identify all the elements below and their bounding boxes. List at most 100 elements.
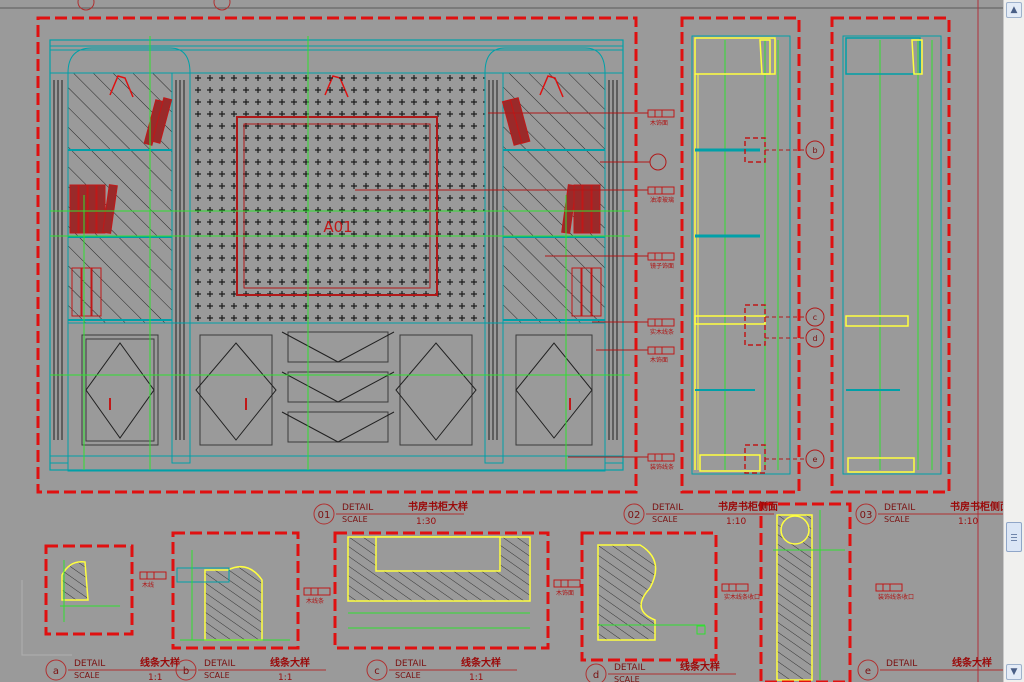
detail-frame: [580, 531, 718, 662]
detail-title: 书房书柜侧面: [950, 500, 1003, 513]
detail-word: DETAIL: [652, 503, 683, 513]
detail-c-profile: [347, 536, 531, 629]
detail-frame: [830, 16, 951, 494]
detail-word: DETAIL: [342, 503, 373, 513]
detail-scale: 1:10: [958, 517, 978, 527]
scale-word: SCALE: [652, 515, 678, 524]
detail-a-profile: [21, 560, 120, 656]
detail-d-profile: [597, 544, 706, 641]
detail-b-profile: [176, 550, 290, 641]
scale-word: SCALE: [204, 671, 230, 680]
note-text: 木饰面: [650, 119, 668, 127]
detail-scale: 1:1: [278, 673, 292, 682]
note-tag: [647, 186, 675, 195]
detail-number-bubble: [585, 663, 607, 682]
grid-bubble: [213, 0, 231, 11]
scale-word: SCALE: [74, 671, 100, 680]
scale-word: SCALE: [884, 515, 910, 524]
note-tag: [647, 346, 675, 355]
detail-label-b: b DETAIL SCALE 线条大样 1:1: [175, 656, 326, 682]
note-tag: [647, 109, 675, 118]
detail-01-elevation: [49, 36, 667, 472]
scale-word: SCALE: [614, 675, 640, 682]
note-text: 镜子饰面: [650, 262, 674, 270]
detail-number-bubble: [857, 659, 879, 681]
material-note: 木线: [139, 571, 167, 589]
detail-title: 线条大样: [140, 656, 180, 669]
scroll-up-icon[interactable]: ▲: [1006, 2, 1022, 18]
material-note: 装饰线条: [647, 453, 675, 471]
callout-letter: e: [813, 455, 818, 464]
note-text: 木线: [142, 581, 154, 589]
detail-number-bubble: [45, 659, 67, 681]
detail-title: 线条大样: [952, 656, 992, 669]
material-note: 油漆玻璃: [647, 186, 675, 204]
note-text: 木线条: [306, 597, 324, 605]
detail-frame: [171, 531, 300, 650]
note-tag: [875, 583, 903, 592]
material-note: 装饰线条收口: [875, 583, 914, 601]
detail-number-bubble: [855, 503, 877, 525]
note-text: 实木线条收口: [724, 593, 760, 601]
detail-word: DETAIL: [395, 659, 426, 669]
scroll-down-icon[interactable]: ▼: [1006, 664, 1022, 680]
detail-03-section: [842, 35, 942, 475]
note-tag: [721, 583, 749, 592]
callout-letters: b c d e: [812, 146, 817, 464]
detail-number: d: [593, 670, 599, 681]
note-tag: [139, 571, 167, 580]
detail-number: 03: [860, 510, 873, 521]
cad-drawing: 01DETAILSCALE书房书柜大样1:3002DETAILSCALE书房书柜…: [0, 0, 1003, 682]
detail-number: e: [865, 666, 871, 677]
scroll-thumb[interactable]: [1006, 522, 1022, 552]
detail-number-bubble: [623, 503, 645, 525]
detail-label-03: 03 DETAIL SCALE 书房书柜侧面 1:10: [855, 500, 1003, 527]
detail-scale: 1:1: [469, 673, 483, 682]
material-notes: 木饰面油漆玻璃镜子饰面实木线条木饰面装饰线条木线木线条木饰面实木线条收口装饰线条…: [139, 109, 914, 605]
note-text: 木饰面: [650, 356, 668, 364]
detail-number: c: [374, 666, 380, 677]
vertical-scrollbar[interactable]: ▲ ▼: [1003, 0, 1024, 682]
note-text: 木饰面: [556, 589, 574, 597]
note-text: 装饰线条收口: [878, 593, 914, 601]
callout-letter: b: [812, 146, 817, 155]
grid-bubble: [77, 0, 95, 11]
detail-labels: 01DETAILSCALE书房书柜大样1:3002DETAILSCALE书房书柜…: [45, 500, 1003, 682]
detail-word: DETAIL: [614, 663, 645, 673]
callout-letter: c: [813, 313, 817, 322]
material-note: 木饰面: [647, 346, 675, 364]
material-note: 木饰面: [647, 109, 675, 127]
note-tag: [647, 453, 675, 462]
detail-scale: 1:30: [416, 517, 436, 527]
detail-number-bubble: [313, 503, 335, 525]
detail-frame: [333, 531, 550, 650]
detail-02-section: [691, 35, 825, 475]
detail-word: DETAIL: [74, 659, 105, 669]
note-text: 实木线条: [650, 328, 674, 336]
callout-letter: d: [812, 334, 817, 343]
note-text: 油漆玻璃: [650, 196, 674, 204]
detail-number-bubble: [175, 659, 197, 681]
detail-title: 书房书柜大样: [408, 500, 468, 513]
detail-word: DETAIL: [204, 659, 235, 669]
detail-number: a: [53, 666, 59, 677]
note-tag: [647, 252, 675, 261]
detail-frames: [36, 16, 951, 682]
detail-e-profile: [773, 510, 845, 681]
detail-number: b: [183, 666, 189, 677]
material-note: 实木线条: [647, 318, 675, 336]
detail-title: 书房书柜侧面: [718, 500, 778, 513]
scale-word: SCALE: [342, 515, 368, 524]
detail-title: 线条大样: [461, 656, 501, 669]
detail-frame: [36, 16, 638, 494]
note-tag: [303, 587, 331, 596]
material-note: 木线条: [303, 587, 331, 605]
detail-title: 线条大样: [270, 656, 310, 669]
detail-word: DETAIL: [884, 503, 915, 513]
detail-frame: [44, 544, 134, 636]
